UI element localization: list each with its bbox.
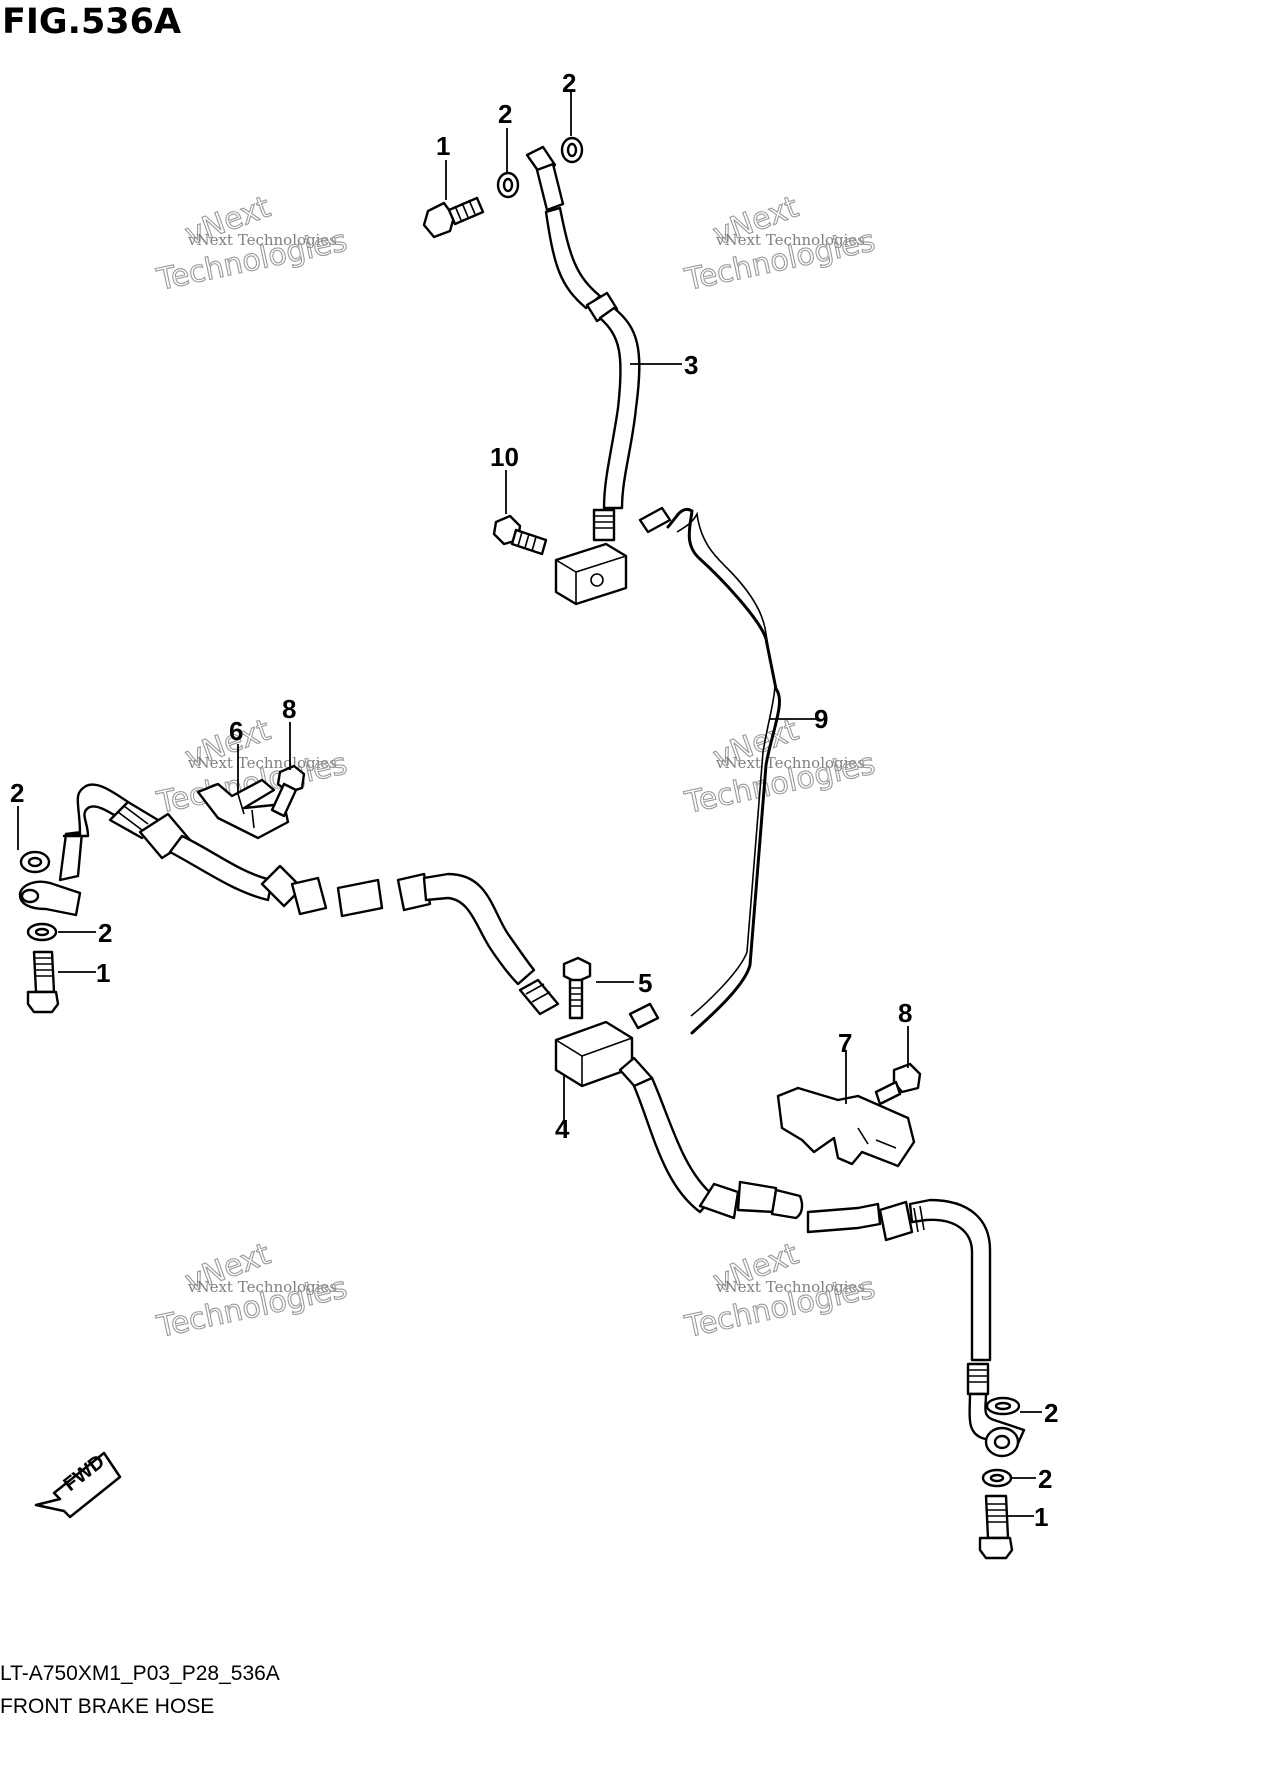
washer-top-a [496,171,520,199]
callout-2: 2 [98,918,112,948]
union-bolt-left [26,950,60,1014]
watermark-top-left: vNext vNext Technologies Technologies [153,189,351,299]
part-code: LT-A750XM1_P03_P28_536A [0,1662,280,1685]
brake-pipe-9 [628,506,781,1035]
watermark-mid-right: vNext vNext Technologies Technologies [681,712,879,822]
callout-9: 9 [814,704,828,734]
bolt-10 [492,514,548,556]
brake-hose-3 [525,145,641,542]
watermark-bottom-left: vNext vNext Technologies Technologies [153,1236,351,1346]
callout-1: 1 [436,131,450,161]
callout-2: 2 [1044,1398,1058,1428]
watermark-mid-left: vNext vNext Technologies Technologies [153,712,351,822]
watermark-text-main: vNext Technologies [187,754,337,772]
callout-2: 2 [498,99,512,129]
leader-lines [17,92,1042,1517]
watermark-text-main: vNext Technologies [715,754,865,772]
brake-hose-right [618,1056,1026,1458]
callout-4: 4 [555,1114,570,1144]
callout-5: 5 [638,968,652,998]
brake-hose-left [18,783,560,1016]
callout-2: 2 [10,778,24,808]
washer-left-b [26,922,58,942]
watermark-text-main: vNext Technologies [187,231,337,249]
callout-2: 2 [1038,1464,1052,1494]
callout-1: 1 [96,958,110,988]
callout-3: 3 [684,350,698,380]
callout-7: 7 [838,1028,852,1058]
washer-left-a [19,850,51,874]
union-bolt-top [422,196,485,239]
union-bolt-right [978,1494,1014,1560]
callout-6: 6 [229,716,243,746]
callout-2: 2 [562,68,576,98]
clamp-6 [196,778,290,840]
joint-4 [554,1020,634,1088]
callout-8: 8 [898,998,912,1028]
watermark-bottom-right: vNext vNext Technologies Technologies [681,1236,879,1346]
washer-right-b [981,1468,1013,1488]
fwd-arrow-icon: FWD [34,1451,122,1519]
watermark-top-right: vNext vNext Technologies Technologies [681,189,879,299]
bolt-8-right [874,1062,922,1106]
clamp-7 [776,1086,916,1168]
bolt-5 [562,956,592,1020]
washer-right-a [985,1396,1021,1416]
callout-10: 10 [490,442,519,472]
callout-1: 1 [1034,1502,1048,1532]
part-name: FRONT BRAKE HOSE [0,1695,215,1718]
watermark-text-main: vNext Technologies [715,1278,865,1296]
hose-bracket-top [554,542,628,606]
figure-title: FIG.536A [2,2,182,42]
washer-top-b [560,136,584,164]
watermark-text-main: vNext Technologies [715,231,865,249]
bolt-8-left [270,764,306,818]
watermark-text-main: vNext Technologies [187,1278,337,1296]
callout-8: 8 [282,694,296,724]
